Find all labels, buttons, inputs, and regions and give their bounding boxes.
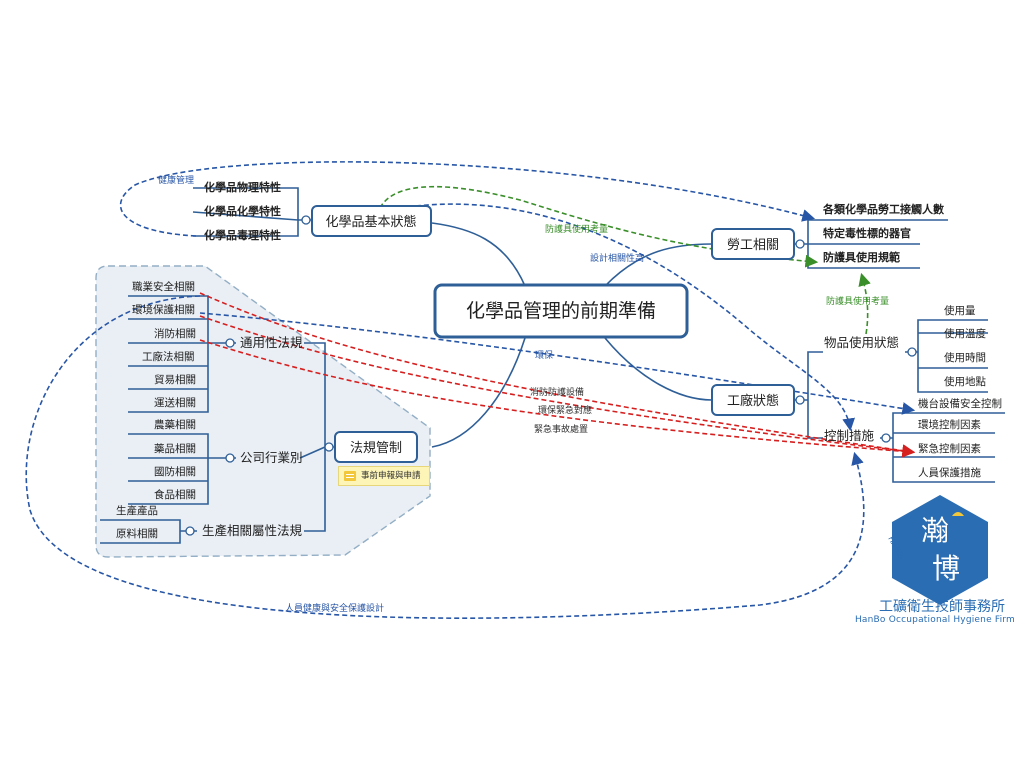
label-env-emergency: 環保緊急對應 bbox=[538, 404, 592, 416]
label-fire: 消防防護設備 bbox=[530, 386, 584, 398]
leaf-target-organ[interactable]: 特定毒性標的器官 bbox=[823, 226, 911, 240]
leaf-trade[interactable]: 貿易相關 bbox=[154, 373, 196, 386]
leaf-ppe-rules[interactable]: 防護具使用規範 bbox=[823, 250, 900, 264]
label-emergency: 緊急事故處置 bbox=[534, 423, 588, 435]
leaf-pesticide[interactable]: 農藥相關 bbox=[154, 418, 196, 431]
law-note[interactable]: 事前申報與申請 bbox=[338, 466, 430, 486]
leaf-usage-temp[interactable]: 使用溫度 bbox=[944, 327, 986, 340]
leaf-factory-law[interactable]: 工廠法相關 bbox=[142, 350, 195, 363]
connector-dots bbox=[185, 215, 917, 536]
node-labor[interactable]: 勞工相關 bbox=[711, 228, 795, 260]
leaf-transport[interactable]: 運送相關 bbox=[154, 396, 196, 409]
relation-env-emergency bbox=[199, 315, 916, 458]
label-ppe-1: 防護具使用考量 bbox=[545, 223, 608, 235]
node-basic-state[interactable]: 化學品基本狀態 bbox=[311, 205, 432, 237]
node-labor-label: 勞工相關 bbox=[727, 238, 779, 253]
leaf-usage-time[interactable]: 使用時間 bbox=[944, 351, 986, 364]
leaf-medicine[interactable]: 藥品相關 bbox=[154, 442, 196, 455]
relation-env bbox=[199, 312, 916, 415]
relation-emergency bbox=[199, 339, 916, 458]
relation-ppe-1 bbox=[379, 185, 819, 268]
note-icon bbox=[344, 471, 356, 481]
leaf-env-control[interactable]: 環境控制因素 bbox=[918, 418, 981, 431]
leaf-food[interactable]: 食品相關 bbox=[154, 488, 196, 501]
leaf-usage-amount[interactable]: 使用量 bbox=[944, 304, 976, 317]
node-law[interactable]: 法規管制 bbox=[334, 431, 418, 463]
leaf-product[interactable]: 生產產品 bbox=[116, 504, 158, 517]
helmet-icon bbox=[952, 512, 964, 516]
leaf-env-protection[interactable]: 環境保護相關 bbox=[132, 303, 195, 316]
leaf-emergency-control[interactable]: 緊急控制因素 bbox=[918, 442, 981, 455]
relation-fire bbox=[199, 292, 916, 457]
leaf-chemical[interactable]: 化學品化學特性 bbox=[204, 204, 281, 218]
node-control[interactable]: 控制措施 bbox=[824, 428, 875, 443]
firm-name: 工礦衛生技師事務所 bbox=[879, 599, 1005, 615]
central-node[interactable] bbox=[433, 283, 689, 339]
label-worker-health: 人員健康與安全保護設計 bbox=[285, 602, 384, 614]
logo-char-2: 博 bbox=[932, 552, 960, 585]
law-note-text: 事前申報與申請 bbox=[361, 471, 421, 481]
firm-logo: 瀚 博 HANBO bbox=[886, 495, 988, 605]
central-node-label: 化學品管理的前期準備 bbox=[466, 300, 656, 322]
node-law-label: 法規管制 bbox=[350, 441, 402, 456]
label-health-mgmt: 健康管理 bbox=[158, 174, 194, 186]
relation-ppe-2 bbox=[858, 272, 871, 335]
node-production-law[interactable]: 生產相關屬性法規 bbox=[202, 523, 303, 538]
node-general-law[interactable]: 通用性法規 bbox=[240, 335, 303, 350]
node-industry[interactable]: 公司行業別 bbox=[240, 450, 303, 465]
leaf-occupational-safety[interactable]: 職業安全相關 bbox=[132, 280, 195, 293]
leaf-exposure-count[interactable]: 各類化學品勞工接觸人數 bbox=[822, 202, 944, 216]
label-ppe-2: 防護具使用考量 bbox=[826, 295, 889, 307]
node-factory[interactable]: 工廠狀態 bbox=[711, 384, 795, 416]
label-env: 環保 bbox=[535, 349, 553, 361]
leaf-defense[interactable]: 國防相關 bbox=[154, 465, 196, 478]
leaf-usage-place[interactable]: 使用地點 bbox=[944, 375, 986, 388]
leaf-personal-protection[interactable]: 人員保護措施 bbox=[918, 466, 981, 479]
relation-design bbox=[399, 203, 856, 432]
firm-english-name: HanBo Occupational Hygiene Firm bbox=[854, 615, 1016, 625]
logo-char-1: 瀚 bbox=[921, 514, 949, 547]
leaf-fire[interactable]: 消防相關 bbox=[154, 327, 196, 340]
relation-health-mgmt bbox=[119, 161, 816, 237]
node-basic-state-label: 化學品基本狀態 bbox=[325, 214, 416, 230]
node-factory-label: 工廠狀態 bbox=[727, 393, 779, 409]
node-usage-state[interactable]: 物品使用狀態 bbox=[824, 335, 899, 350]
leaf-raw-material[interactable]: 原料相關 bbox=[116, 527, 158, 540]
leaf-toxic[interactable]: 化學品毒理特性 bbox=[204, 228, 281, 242]
leaf-physical[interactable]: 化學品物理特性 bbox=[204, 180, 281, 194]
leaf-machine-safety[interactable]: 機台設備安全控制 bbox=[918, 397, 1002, 410]
label-design: 設計相關性高 bbox=[590, 252, 644, 264]
relation-worker-health bbox=[25, 295, 865, 619]
